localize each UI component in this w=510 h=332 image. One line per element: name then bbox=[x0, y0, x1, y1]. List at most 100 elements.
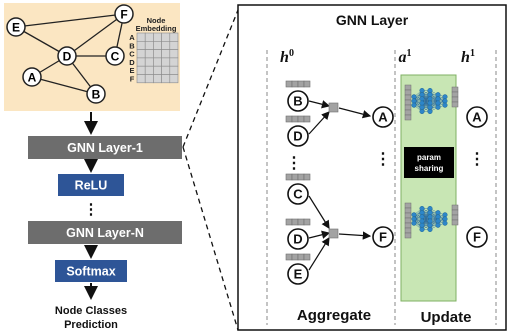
output-ellipsis: ⋮ bbox=[469, 151, 485, 168]
input-node-b: B bbox=[287, 90, 309, 112]
a1-header: a1 bbox=[399, 48, 412, 66]
input-feature-bar bbox=[303, 115, 311, 123]
embedding-cell bbox=[161, 32, 171, 42]
a1-feature-bar bbox=[404, 222, 412, 229]
input-node-d: D bbox=[287, 228, 309, 250]
h1-feature-bar bbox=[451, 91, 459, 98]
input-feature-bar bbox=[297, 115, 305, 123]
output-label-line1: Node Classes bbox=[55, 305, 127, 317]
relu-block bbox=[58, 174, 124, 196]
embedding-cell bbox=[161, 65, 171, 75]
input-feature-bar bbox=[303, 80, 311, 88]
nn-neuron bbox=[427, 218, 433, 224]
edge-agg-to-a bbox=[338, 107, 372, 119]
a1-feature-bar bbox=[404, 217, 412, 224]
input-node-e-label: E bbox=[294, 267, 303, 282]
gnn-layer-1-block bbox=[28, 136, 182, 159]
graph-node-a: A bbox=[22, 67, 42, 87]
embedding-cell bbox=[153, 40, 162, 50]
nn-neuron bbox=[419, 226, 425, 232]
svg-text:A: A bbox=[28, 71, 37, 85]
nn-neuron bbox=[427, 92, 433, 98]
detail-title: GNN Layer bbox=[336, 12, 409, 28]
nn-neuron bbox=[435, 100, 441, 106]
a1-feature-bar bbox=[404, 94, 412, 101]
update-label: Update bbox=[421, 309, 472, 326]
a1-feature-bar bbox=[404, 212, 412, 219]
embedding-row-label: B bbox=[129, 41, 135, 50]
input-feature-bar bbox=[297, 80, 305, 88]
target-ellipsis: ⋮ bbox=[375, 151, 391, 168]
embedding-cell bbox=[144, 74, 154, 84]
detail-frame bbox=[237, 4, 507, 331]
softmax-block bbox=[55, 260, 127, 282]
zoom-connector-top bbox=[182, 9, 239, 148]
zoom-connector-bottom bbox=[182, 146, 239, 331]
input-node-d-label: D bbox=[293, 129, 302, 144]
softmax-label: Softmax bbox=[66, 265, 115, 279]
nn-neuron bbox=[427, 210, 433, 216]
nn-neuron bbox=[411, 98, 417, 104]
a1-feature-bar bbox=[404, 109, 412, 116]
gnn-layer-n-block bbox=[28, 221, 182, 244]
input-node-d-circle bbox=[287, 125, 309, 147]
gnn-layer-1-label: GNN Layer-1 bbox=[67, 141, 143, 155]
nn-neuron bbox=[442, 98, 448, 104]
embedding-row-label: F bbox=[130, 75, 135, 84]
nn-neuron bbox=[411, 216, 417, 222]
embedding-cell bbox=[169, 57, 179, 67]
h1-feature-bar bbox=[451, 101, 459, 108]
nn-neuron bbox=[419, 222, 425, 228]
input-node-c-circle bbox=[287, 183, 309, 205]
a1-feature-bar bbox=[404, 202, 412, 209]
target-node-a-circle bbox=[372, 106, 394, 128]
input-feature-bar bbox=[303, 253, 311, 261]
embedding-matrix bbox=[136, 32, 179, 84]
input-feature-bar bbox=[291, 218, 299, 226]
embedding-cell bbox=[161, 57, 171, 67]
embedding-cell bbox=[161, 74, 171, 84]
embedding-cell bbox=[144, 40, 154, 50]
a1-feature-bar bbox=[404, 89, 412, 96]
embedding-cell bbox=[169, 49, 179, 59]
graph-node-e: E bbox=[6, 17, 26, 37]
nn-neuron bbox=[435, 104, 441, 110]
svg-text:B: B bbox=[92, 88, 101, 102]
nn-neuron bbox=[435, 92, 441, 98]
edge-agg-to-f bbox=[338, 231, 372, 240]
target-node-f-label: F bbox=[379, 230, 387, 245]
a1-feature-bar bbox=[404, 99, 412, 106]
input-feature-bar bbox=[297, 173, 305, 181]
input-feature-bar bbox=[297, 218, 305, 226]
input-node-d: D bbox=[287, 125, 309, 147]
embedding-cell bbox=[153, 32, 162, 42]
input-feature-bar bbox=[303, 173, 311, 181]
embedding-title-line2: Embedding bbox=[136, 24, 177, 33]
a1-feature-bar bbox=[404, 227, 412, 234]
embedding-cell bbox=[169, 65, 179, 75]
embedding-title-line1: Node bbox=[147, 16, 166, 25]
update-network-bottom bbox=[411, 205, 448, 232]
edge-c-to-agg bbox=[308, 195, 330, 230]
nn-neuron bbox=[442, 216, 448, 222]
svg-text:C: C bbox=[111, 50, 120, 64]
embedding-cell bbox=[136, 65, 146, 75]
input-feature-bar bbox=[285, 253, 293, 261]
h1-feature-bar bbox=[451, 86, 459, 93]
nn-neuron bbox=[419, 108, 425, 114]
nn-neuron bbox=[442, 212, 448, 218]
input-feature-bar bbox=[285, 173, 293, 181]
graph-node-f: F bbox=[114, 4, 134, 24]
target-node-f: F bbox=[372, 226, 394, 248]
nn-neuron bbox=[442, 220, 448, 226]
input-feature-bar bbox=[291, 173, 299, 181]
nn-neuron bbox=[427, 96, 433, 102]
h1-feature-bar bbox=[451, 219, 459, 226]
embedding-cell bbox=[136, 57, 146, 67]
input-node-b-label: B bbox=[293, 94, 302, 109]
a1-feature-bar bbox=[404, 84, 412, 91]
embedding-row-label: D bbox=[129, 58, 135, 67]
embedding-cell bbox=[144, 65, 154, 75]
